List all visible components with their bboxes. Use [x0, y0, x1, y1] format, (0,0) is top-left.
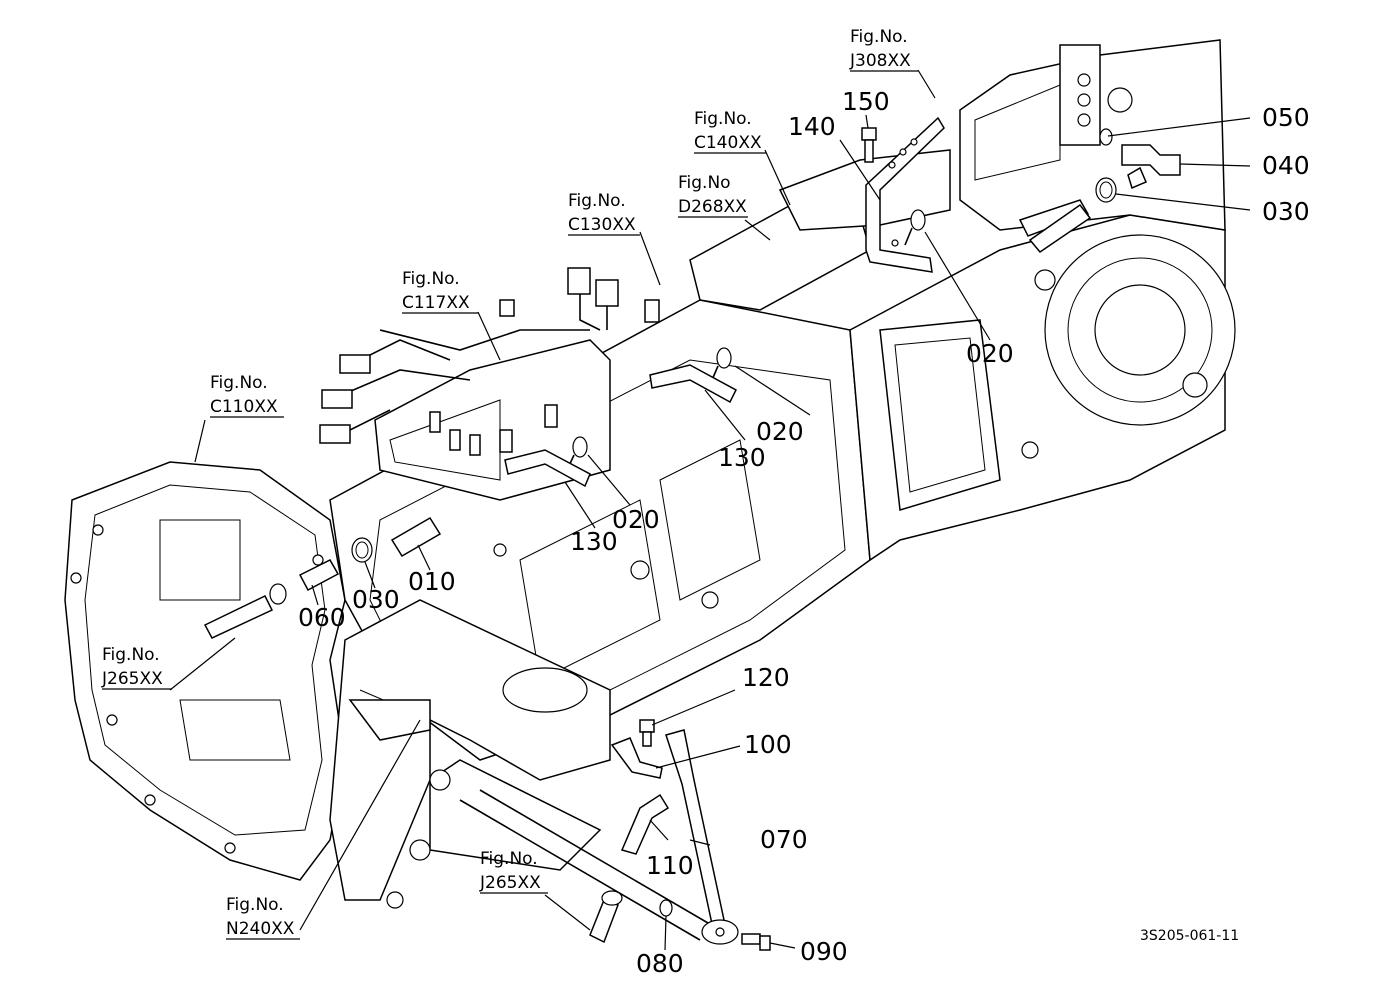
figure-references: Fig.No. J308XX Fig.No. C140XX Fig.No D26…	[101, 27, 918, 940]
o-ring-080	[659, 899, 673, 917]
label-090: 090	[800, 937, 848, 966]
hose-clamp-030-left	[351, 537, 373, 563]
svg-text:Fig.No.: Fig.No.	[102, 645, 160, 665]
svg-text:Fig.No.: Fig.No.	[226, 895, 284, 915]
svg-text:N240XX: N240XX	[226, 919, 295, 939]
pipe-110	[620, 793, 670, 855]
svg-text:Fig.No.: Fig.No.	[850, 27, 908, 47]
label-020-c: 020	[612, 505, 660, 534]
svg-text:Fig.No.: Fig.No.	[568, 191, 626, 211]
label-010: 010	[408, 567, 456, 596]
parts	[203, 116, 1181, 951]
svg-text:J265XX: J265XX	[479, 873, 541, 893]
fig-ref-n240: Fig.No. N240XX	[226, 895, 300, 940]
drawing-code: 3S205-061-11	[1140, 928, 1239, 944]
bolt-120	[639, 719, 655, 747]
fig-ref-c130: Fig.No. C130XX	[568, 191, 640, 236]
transmission-housing	[64, 39, 1236, 941]
svg-text:Fig.No: Fig.No	[678, 173, 731, 193]
label-040: 040	[1262, 151, 1310, 180]
pipe-bottom	[589, 899, 619, 944]
svg-text:C110XX: C110XX	[210, 397, 278, 417]
fig-ref-c117: Fig.No. C117XX	[402, 269, 478, 314]
svg-text:Fig.No.: Fig.No.	[402, 269, 460, 289]
part-labels: 150 140 050 040 030 020 020 130 020 130 …	[298, 87, 1310, 978]
svg-text:Fig.No.: Fig.No.	[480, 849, 538, 869]
label-020-b: 020	[756, 417, 804, 446]
svg-text:C140XX: C140XX	[694, 133, 762, 153]
label-110: 110	[646, 851, 694, 880]
hose-left	[203, 595, 274, 639]
label-070: 070	[760, 825, 808, 854]
bracket-140	[865, 116, 945, 273]
label-030-right: 030	[1262, 197, 1310, 226]
fig-ref-c140: Fig.No. C140XX	[694, 109, 766, 154]
label-080: 080	[636, 949, 684, 978]
label-130-b: 130	[570, 527, 618, 556]
svg-text:J265XX: J265XX	[101, 669, 163, 689]
bolt-090	[741, 933, 771, 951]
label-120: 120	[742, 663, 790, 692]
hose-right	[1028, 203, 1092, 254]
rod-070	[665, 729, 725, 925]
leader-lines	[169, 69, 1251, 951]
fig-ref-c110: Fig.No. C110XX	[210, 373, 284, 418]
label-140: 140	[788, 112, 836, 141]
label-150: 150	[842, 87, 890, 116]
fig-ref-j308: Fig.No. J308XX	[849, 27, 918, 72]
svg-text:Fig.No.: Fig.No.	[210, 373, 268, 393]
label-020-a: 020	[966, 339, 1014, 368]
svg-text:Fig.No.: Fig.No.	[694, 109, 752, 129]
label-050: 050	[1262, 103, 1310, 132]
svg-text:J308XX: J308XX	[849, 51, 911, 71]
hose-010	[390, 516, 442, 558]
label-100: 100	[744, 730, 792, 759]
bracket-130-b	[504, 449, 591, 488]
svg-text:D268XX: D268XX	[678, 197, 747, 217]
fig-ref-j265-left: Fig.No. J265XX	[101, 645, 172, 690]
bracket-100	[610, 737, 663, 779]
label-060: 060	[298, 603, 346, 632]
label-130-a: 130	[718, 443, 766, 472]
fitting-040	[1121, 144, 1181, 190]
hose-clamp-030-right	[1095, 177, 1117, 203]
clamp-020-a	[904, 209, 926, 246]
bracket-130-a	[649, 364, 737, 404]
bolt-150	[861, 127, 877, 163]
svg-text:C117XX: C117XX	[402, 293, 470, 313]
fig-ref-j265-bottom: Fig.No. J265XX	[479, 849, 548, 894]
fig-ref-d268: Fig.No D268XX	[678, 173, 748, 218]
o-ring-050	[1099, 128, 1113, 146]
fitting-060	[269, 559, 340, 605]
label-030-left: 030	[352, 585, 400, 614]
svg-text:C130XX: C130XX	[568, 215, 636, 235]
